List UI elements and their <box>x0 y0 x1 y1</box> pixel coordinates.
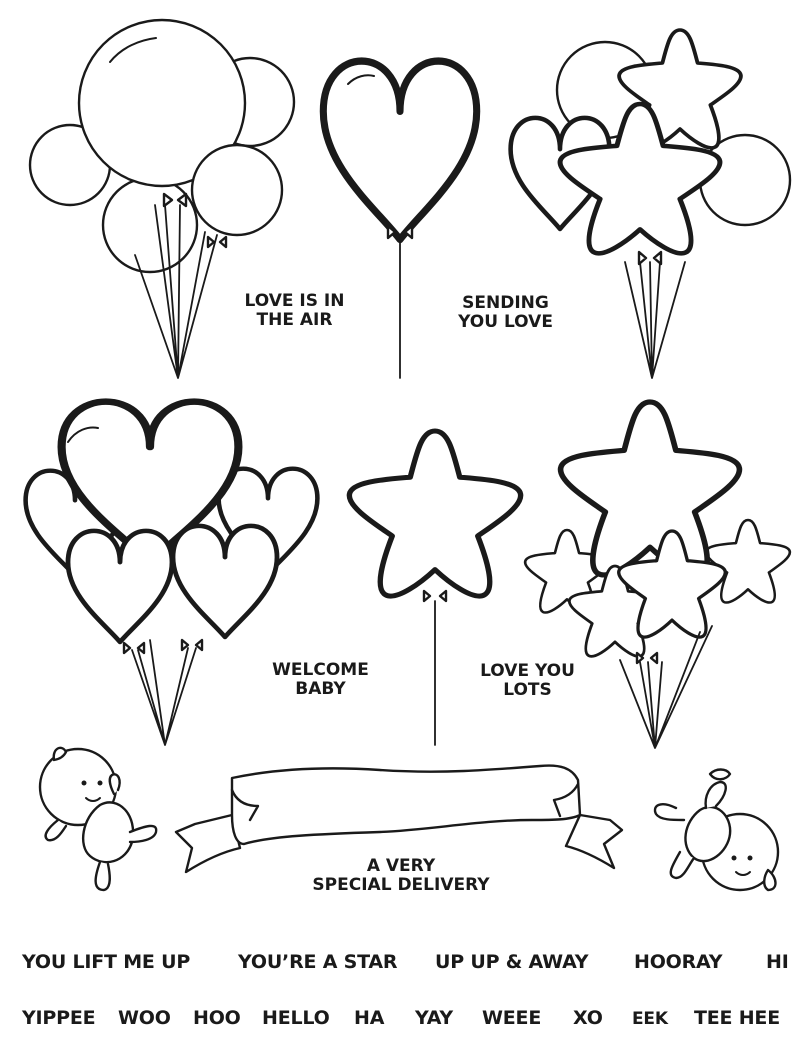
sentiment-line: LOTS <box>503 680 552 700</box>
baby-left <box>38 746 158 892</box>
sentiment-line: LOVE IS IN <box>244 291 345 311</box>
sentiment-love-you-lots: LOVE YOU LOTS <box>470 662 585 700</box>
word-stamp: UP UP & AWAY <box>435 951 589 973</box>
word-stamp: YAY <box>415 1007 453 1029</box>
word-stamp: HOO <box>193 1007 241 1029</box>
sentiment-love-is-in-the-air: LOVE IS IN THE AIR <box>232 292 357 330</box>
baby-right <box>653 768 780 892</box>
sentiment-line: BABY <box>295 679 346 699</box>
sentiment-welcome-baby: WELCOME BABY <box>258 661 383 699</box>
sentiment-special-delivery: A VERY SPECIAL DELIVERY <box>290 857 512 895</box>
word-stamp: HI <box>766 951 789 973</box>
word-stamp: YIPPEE <box>22 1007 96 1029</box>
word-stamp: HA <box>354 1007 385 1029</box>
sentiment-line: WELCOME <box>272 660 369 680</box>
round-balloon-bunch <box>28 18 296 379</box>
word-stamp: WEEE <box>482 1007 542 1029</box>
word-stamp: WOO <box>118 1007 171 1029</box>
sentiment-sending-you-love: SENDING YOU LOVE <box>448 294 563 332</box>
sentiment-line: THE AIR <box>256 310 333 330</box>
sentiment-line: LOVE YOU <box>480 661 575 681</box>
sentiment-line: SENDING <box>462 293 549 313</box>
word-stamp: TEE HEE <box>694 1007 780 1029</box>
word-stamp: YOU LIFT ME UP <box>22 951 191 973</box>
heart-balloon <box>323 61 476 379</box>
word-stamp: HELLO <box>262 1007 330 1029</box>
star-balloon <box>349 431 520 746</box>
sentiment-line: A VERY <box>366 856 436 876</box>
word-stamp: HOORAY <box>634 951 723 973</box>
word-stamp: EEK <box>632 1009 668 1029</box>
word-stamp: XO <box>573 1007 603 1029</box>
star-balloon-bunch <box>523 402 792 749</box>
sentiment-line: SPECIAL DELIVERY <box>312 875 490 895</box>
heart-balloon-bunch <box>26 402 318 746</box>
heart-star-balloon-bunch <box>511 28 792 379</box>
sentiment-line: YOU LOVE <box>458 312 553 332</box>
ribbon-banner <box>174 764 624 874</box>
word-stamp: YOU’RE A STAR <box>238 951 398 973</box>
